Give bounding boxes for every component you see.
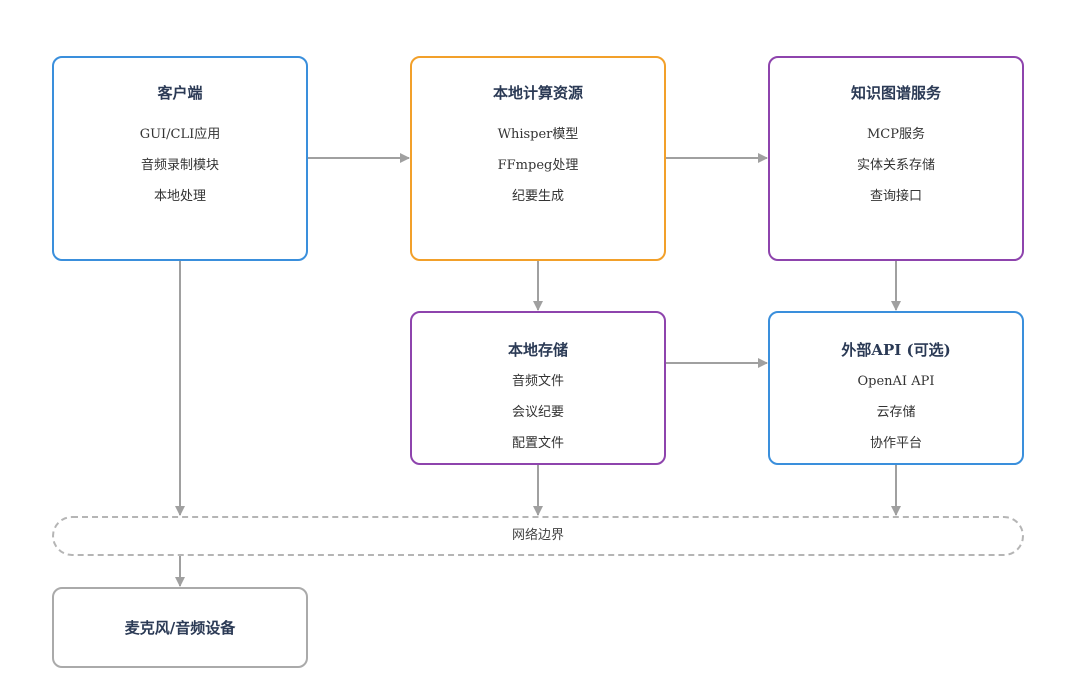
client-node[interactable]: 客户端 GUI/CLI应用 音频录制模块 本地处理	[52, 56, 308, 261]
external-api-title: 外部API (可选)	[841, 341, 951, 359]
microphone-node[interactable]: 麦克风/音频设备	[52, 587, 308, 668]
local-storage-node[interactable]: 本地存储 音频文件 会议纪要 配置文件	[410, 311, 666, 465]
local-compute-item-ffmpeg: FFmpeg处理	[497, 158, 579, 173]
external-api-item-openai: OpenAI API	[857, 374, 935, 389]
knowledge-graph-title: 知识图谱服务	[850, 84, 941, 102]
external-api-item-cloud-storage: 云存储	[876, 405, 916, 420]
local-compute-node[interactable]: 本地计算资源 Whisper模型 FFmpeg处理 纪要生成	[410, 56, 666, 261]
client-item-gui-cli: GUI/CLI应用	[139, 127, 221, 142]
microphone-title: 麦克风/音频设备	[124, 619, 236, 637]
network-boundary: 网络边界	[52, 516, 1024, 556]
client-title: 客户端	[157, 84, 203, 102]
local-storage-item-config: 配置文件	[511, 436, 564, 451]
knowledge-graph-item-mcp: MCP服务	[866, 127, 925, 142]
client-item-local-processing: 本地处理	[153, 189, 206, 204]
knowledge-graph-item-query: 查询接口	[869, 189, 922, 204]
knowledge-graph-item-entity-storage: 实体关系存储	[856, 158, 935, 173]
network-boundary-label: 网络边界	[511, 528, 564, 543]
local-storage-item-minutes: 会议纪要	[511, 405, 564, 420]
external-api-node[interactable]: 外部API (可选) OpenAI API 云存储 协作平台	[768, 311, 1024, 465]
local-compute-item-whisper: Whisper模型	[497, 127, 579, 142]
local-storage-item-audio: 音频文件	[511, 374, 564, 389]
local-compute-item-summary: 纪要生成	[511, 189, 564, 204]
external-api-item-collab: 协作平台	[869, 436, 922, 451]
knowledge-graph-node[interactable]: 知识图谱服务 MCP服务 实体关系存储 查询接口	[768, 56, 1024, 261]
client-item-audio-recording: 音频录制模块	[140, 158, 219, 173]
local-storage-title: 本地存储	[507, 341, 568, 359]
local-compute-title: 本地计算资源	[492, 84, 583, 102]
